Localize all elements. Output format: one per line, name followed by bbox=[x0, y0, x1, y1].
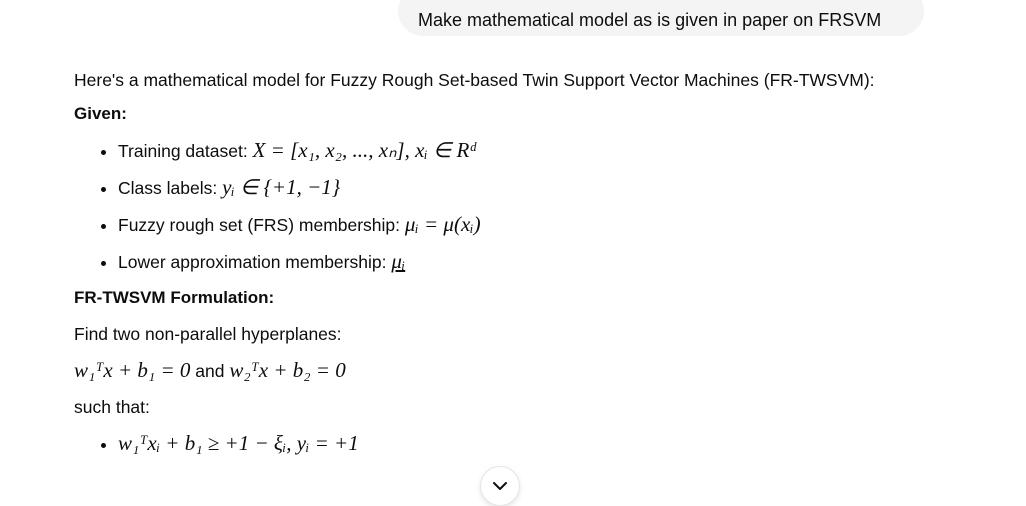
math-expression: w₁ᵀxᵢ + b₁ ≥ +1 − ξᵢ, yᵢ = +1 bbox=[118, 431, 359, 455]
formulation-heading: FR-TWSVM Formulation: bbox=[74, 288, 275, 307]
math-expression: μᵢ bbox=[391, 249, 406, 273]
given-list: Training dataset: X = [x₁, x₂, ..., xₙ],… bbox=[74, 132, 904, 280]
constraints-list: w₁ᵀxᵢ + b₁ ≥ +1 − ξᵢ, yᵢ = +1 bbox=[74, 425, 904, 462]
list-item: Class labels: yᵢ ∈ {+1, −1} bbox=[118, 169, 904, 206]
scroll-to-bottom-button[interactable] bbox=[480, 466, 520, 506]
user-message-bubble: Make mathematical model as is given in p… bbox=[398, 0, 924, 36]
user-message-text: Make mathematical model as is given in p… bbox=[418, 10, 882, 30]
item-label: Fuzzy rough set (FRS) membership: bbox=[118, 215, 405, 235]
item-label: Training dataset: bbox=[118, 141, 253, 161]
find-text: Find two non-parallel hyperplanes: bbox=[74, 324, 342, 344]
item-label: Lower approximation membership: bbox=[118, 252, 392, 272]
list-item: Fuzzy rough set (FRS) membership: μᵢ = μ… bbox=[118, 206, 904, 243]
intro-text: Here's a mathematical model for Fuzzy Ro… bbox=[74, 70, 875, 90]
such-that-text: such that: bbox=[74, 397, 150, 417]
list-item: Training dataset: X = [x₁, x₂, ..., xₙ],… bbox=[118, 132, 904, 169]
hyperplane-2: w₂ᵀx + b₂ = 0 bbox=[229, 358, 346, 382]
list-item: Lower approximation membership: μᵢ bbox=[118, 243, 904, 280]
chevron-down-icon bbox=[493, 482, 507, 490]
given-heading: Given: bbox=[74, 104, 127, 123]
and-text: and bbox=[190, 361, 230, 381]
math-expression: X = [x₁, x₂, ..., xₙ], xᵢ ∈ Rᵈ bbox=[252, 138, 476, 162]
item-label: Class labels: bbox=[118, 178, 223, 198]
hyperplane-1: w₁ᵀx + b₁ = 0 bbox=[74, 358, 191, 382]
assistant-response: Here's a mathematical model for Fuzzy Ro… bbox=[74, 64, 904, 462]
math-expression: yᵢ ∈ {+1, −1} bbox=[222, 175, 341, 199]
math-expression: μᵢ = μ(xᵢ) bbox=[404, 212, 481, 236]
hyperplanes-line: w₁ᵀx + b₁ = 0 and w₂ᵀx + b₂ = 0 bbox=[74, 352, 904, 389]
list-item: w₁ᵀxᵢ + b₁ ≥ +1 − ξᵢ, yᵢ = +1 bbox=[118, 425, 904, 462]
